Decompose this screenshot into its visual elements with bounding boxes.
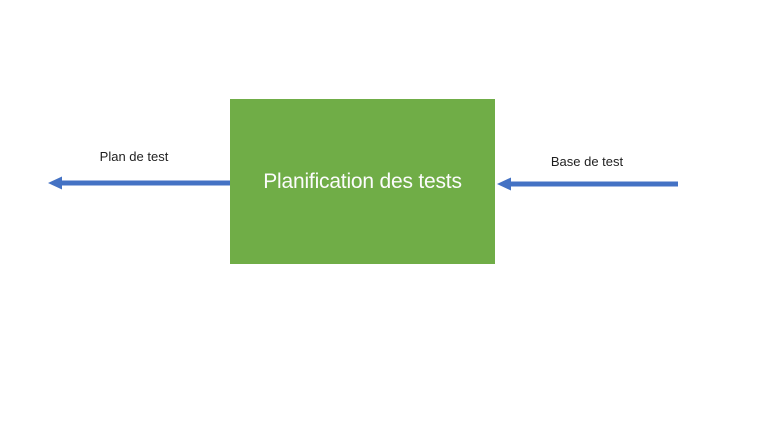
arrow-left-head bbox=[48, 176, 62, 190]
process-box-label: Planification des tests bbox=[263, 169, 462, 193]
arrow-label-base-de-test: Base de test bbox=[550, 154, 624, 169]
arrow-left-shaft bbox=[60, 180, 231, 186]
arrow-label-plan-de-test: Plan de test bbox=[99, 149, 169, 164]
arrow-right-input-icon bbox=[497, 177, 678, 191]
arrow-left-output-icon bbox=[48, 176, 231, 190]
process-box-planification: Planification des tests bbox=[230, 99, 495, 264]
arrow-right-head bbox=[497, 177, 511, 191]
arrow-right-shaft bbox=[509, 181, 678, 187]
